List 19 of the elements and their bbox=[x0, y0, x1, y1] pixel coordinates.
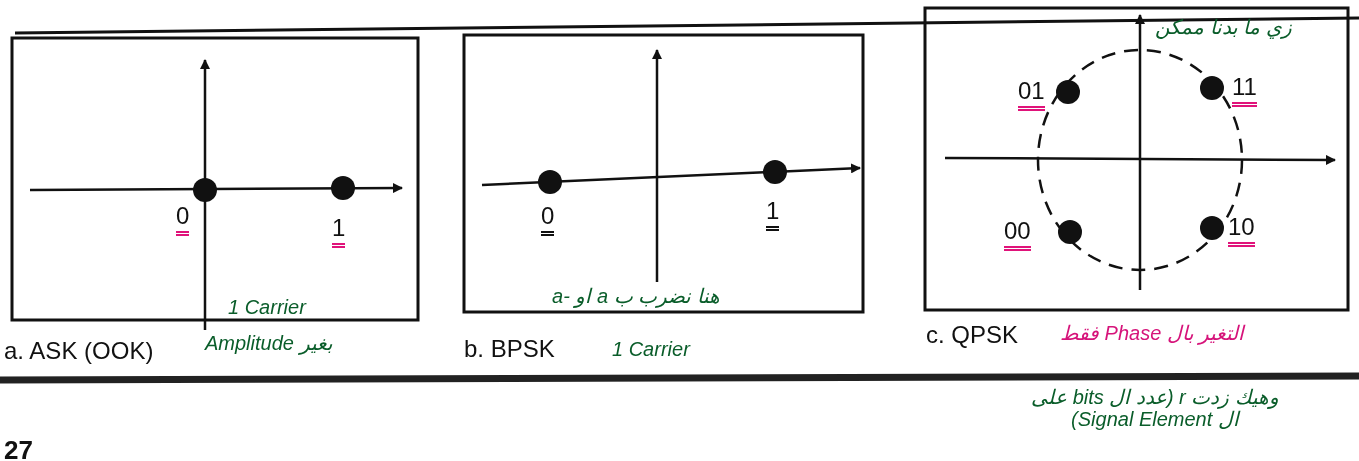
bit-label: 1 bbox=[766, 198, 780, 232]
panel-caption: c. QPSK bbox=[926, 322, 1019, 349]
bit-label: 0 bbox=[541, 203, 555, 237]
bit-label: 0 bbox=[176, 203, 190, 237]
handwritten-note: Amplitude بغير bbox=[205, 332, 333, 354]
handwritten-note: زي ما بدنا ممكن bbox=[1155, 16, 1292, 38]
bit-label: 1 bbox=[332, 215, 346, 249]
panel-caption: a. ASK (OOK) bbox=[4, 338, 154, 365]
bit-label: 11 bbox=[1232, 74, 1257, 108]
handwritten-note: وهيك زدت r (عدد ال bits على ال Signal Element) bbox=[1030, 386, 1280, 430]
handwritten-note: 1 Carrier bbox=[228, 296, 306, 318]
handwritten-note: 1 Carrier bbox=[612, 338, 690, 360]
handwritten-note: هنا نضرب ب a او -a bbox=[552, 285, 720, 307]
handwritten-note: التغير بال Phase فقط bbox=[1060, 322, 1245, 344]
bit-label: 00 bbox=[1004, 218, 1031, 252]
page-number: 27 bbox=[4, 436, 33, 461]
bit-label: 10 bbox=[1228, 214, 1255, 248]
bit-label: 01 bbox=[1018, 78, 1045, 112]
panel-caption: b. BPSK bbox=[464, 336, 555, 363]
